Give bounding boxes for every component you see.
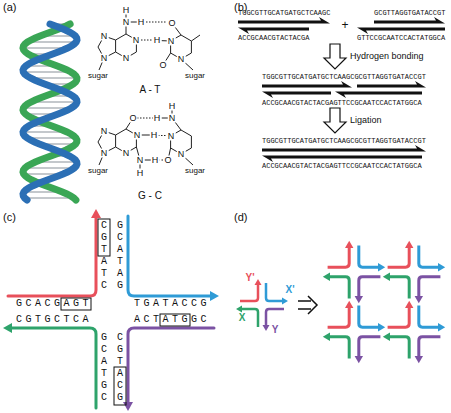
- junction-tile: [323, 241, 385, 303]
- atom-label: H: [136, 169, 145, 178]
- ribose-label: sugar: [184, 167, 206, 175]
- plus-sign: +: [341, 19, 348, 31]
- strand-arrows: [238, 17, 445, 162]
- assembly-arrow: [298, 296, 317, 314]
- atom-label: O: [163, 156, 172, 165]
- atom-label: H: [150, 131, 159, 140]
- ribose-label: sugar: [184, 72, 206, 80]
- dna-sequence: GCGTTAGGTGATACCGT: [374, 10, 445, 17]
- junction-tile: [383, 241, 445, 303]
- atom-label: N: [122, 149, 131, 158]
- atom-label: N: [167, 37, 176, 46]
- step-label: Ligation: [350, 116, 382, 125]
- step-arrows: [324, 44, 346, 133]
- atom-label: N: [177, 150, 186, 159]
- atom-label: H: [168, 102, 177, 111]
- step-label: Hydrogen bonding: [350, 52, 424, 61]
- strand-sequence: CGTGCTCA: [16, 315, 92, 325]
- atom-label: N: [133, 131, 142, 140]
- strand-heads: [3, 209, 219, 411]
- atom-label: N: [100, 32, 109, 41]
- atom-label: N: [122, 18, 131, 27]
- panel-letter: (a): [3, 2, 16, 13]
- dna-sequence: TGGCGTTGCATGATGCTCAAGCGCGTTAGGTGATACCGT: [262, 74, 426, 81]
- strand-sequence: ACTATGGC: [134, 315, 210, 325]
- atom-label: N: [177, 55, 186, 64]
- atom-label: H: [151, 156, 160, 165]
- base-pair-name: A - T: [140, 85, 161, 95]
- ribose-label: sugar: [87, 167, 109, 175]
- junction-tile: [323, 301, 385, 363]
- atom-label: O: [167, 19, 176, 28]
- atom-label: N: [122, 54, 131, 63]
- strand-sequence: CGTACG: [115, 332, 125, 404]
- arm-label: X: [239, 313, 246, 323]
- junction-tile: [383, 301, 445, 363]
- atom-label: N: [132, 36, 141, 45]
- dna-sequence: TGGCGTTGCATGATGCTCAAGCGCGTTAGGTGATACCGT: [262, 138, 426, 145]
- atom-label: N: [136, 156, 145, 165]
- strand-sequence: GCACGAGT: [16, 299, 92, 309]
- strand-sequence: TGATACCG: [134, 299, 210, 309]
- atom-label: N: [100, 54, 109, 63]
- sticky-end-boxes: [61, 219, 190, 405]
- hydrogen-bonds: [137, 118, 167, 160]
- dna-sequence: ACCGCAACGTACTACGAGTTCCGCAATCCACTATGGCA: [262, 163, 422, 170]
- dna-sequence: GTTCCGCAATCCACTATGGCA: [357, 35, 445, 42]
- atom-label: O: [158, 61, 167, 70]
- dna-sequence: ACCGCAACGTACTACGA: [238, 35, 309, 42]
- double-helix: [23, 24, 77, 200]
- dna-sequence: ACCGCAACGTACTACGAGTTCCGCAATCCACTATGGCA: [262, 100, 422, 107]
- strand-sequence: GCATGC: [99, 332, 109, 404]
- backbone-strand: [23, 24, 77, 200]
- atom-label: H: [153, 114, 162, 123]
- arm-label: Y: [272, 325, 279, 335]
- gc-pair-bonds: [98, 106, 193, 173]
- atom-label: N: [100, 149, 109, 158]
- at-pair-bonds: [98, 10, 200, 70]
- panel-letter: (d): [234, 212, 247, 223]
- atom-label: N: [167, 132, 176, 141]
- arm-label: Y': [245, 273, 254, 283]
- atom-label: H: [122, 6, 131, 15]
- atom-label: O: [128, 114, 137, 123]
- junction-tile: [236, 279, 288, 331]
- base-pair-name: G - C: [138, 191, 162, 201]
- ribose-label: sugar: [87, 72, 109, 80]
- panel-letter: (c): [3, 212, 16, 223]
- atom-label: H: [153, 36, 162, 45]
- strand-sequence: CGTATC: [99, 220, 109, 292]
- atom-label: N: [168, 114, 177, 123]
- dna-sequence: TGGCGTTGCATGATGCTCAAGC: [238, 10, 330, 17]
- atom-label: H: [137, 18, 146, 27]
- atom-label: N: [100, 127, 109, 136]
- junction-strands: [8, 216, 214, 408]
- arm-label: X': [285, 285, 294, 295]
- strand-sequence: GCATAG: [115, 220, 125, 292]
- backbone-strand: [23, 24, 77, 200]
